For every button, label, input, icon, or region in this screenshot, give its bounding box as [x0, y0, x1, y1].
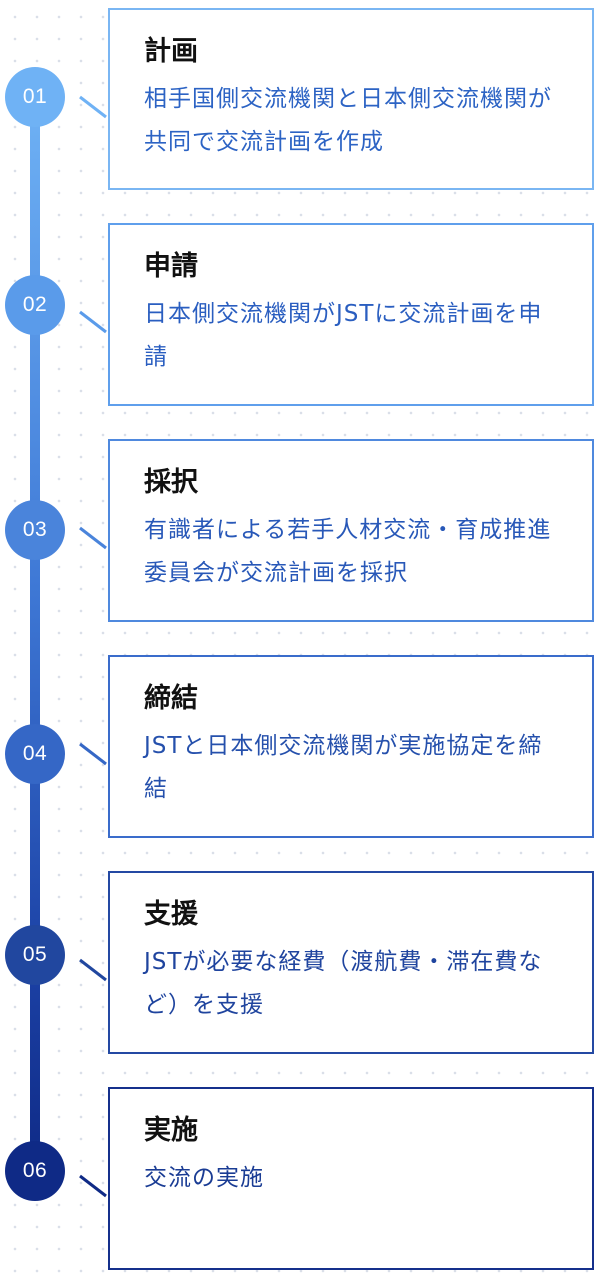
- step-number-badge: 02: [5, 275, 65, 335]
- connector-line: [79, 1174, 107, 1198]
- connector-line: [79, 742, 107, 766]
- step-title: 採択: [144, 467, 198, 498]
- step-title: 申請: [144, 251, 198, 282]
- step-number-badge: 03: [5, 500, 65, 560]
- step-card: 実施 交流の実施: [108, 1087, 594, 1270]
- step-card: 採択 有識者による若手人材交流・育成推進委員会が交流計画を採択: [108, 439, 594, 622]
- connector-line: [79, 958, 107, 982]
- step-card: 支援 JSTが必要な経費（渡航費・滞在費など）を支援: [108, 871, 594, 1054]
- connector-line: [79, 526, 107, 550]
- step-number-badge: 06: [5, 1141, 65, 1201]
- step-card: 計画 相手国側交流機関と日本側交流機関が共同で交流計画を作成: [108, 8, 594, 190]
- timeline-spine: [30, 96, 40, 1172]
- step-number-badge: 05: [5, 925, 65, 985]
- step-number-badge: 01: [5, 67, 65, 127]
- step-description: JSTが必要な経費（渡航費・滞在費など）を支援: [144, 949, 543, 1018]
- connector-line: [79, 310, 107, 334]
- step-description: 日本側交流機関がJSTに交流計画を申請: [144, 301, 543, 370]
- step-description: JSTと日本側交流機関が実施協定を締結: [144, 733, 543, 802]
- step-description: 交流の実施: [144, 1165, 264, 1191]
- step-title: 締結: [144, 683, 198, 714]
- connector-line: [79, 95, 107, 119]
- step-card: 締結 JSTと日本側交流機関が実施協定を締結: [108, 655, 594, 838]
- step-number-badge: 04: [5, 724, 65, 784]
- step-title: 支援: [144, 899, 198, 930]
- step-description: 有識者による若手人材交流・育成推進委員会が交流計画を採択: [144, 517, 552, 586]
- step-description: 相手国側交流機関と日本側交流機関が共同で交流計画を作成: [144, 86, 552, 155]
- step-card: 申請 日本側交流機関がJSTに交流計画を申請: [108, 223, 594, 406]
- step-title: 計画: [144, 36, 198, 67]
- step-title: 実施: [144, 1115, 198, 1146]
